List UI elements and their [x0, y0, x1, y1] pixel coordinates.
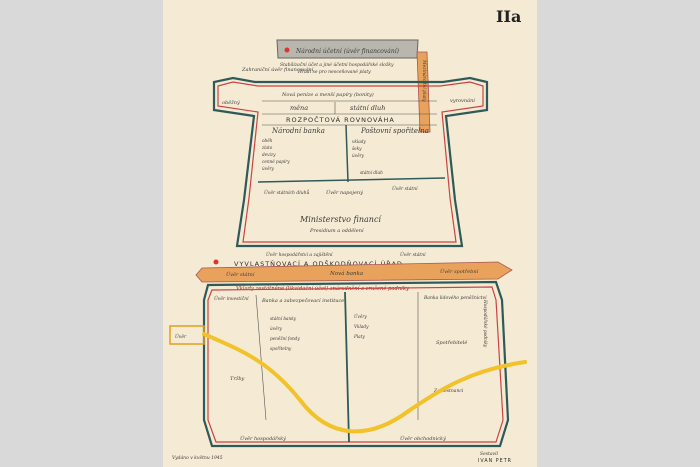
divider-vert-green: [345, 124, 349, 183]
bottom-note-left: Úvěr hospodářství a zajištění: [266, 250, 333, 258]
vyvlastnovaci-label: VYVLASTŇOVACÍ A ODŠKODŇOVACÍ ÚŘAD: [234, 259, 403, 268]
orange-band-right: Úvěr spotřební: [440, 267, 480, 275]
rozpoctova-label: ROZPOČTOVÁ ROVNOVÁHA: [286, 115, 395, 124]
skirt-left-bottom: Tržby: [230, 375, 245, 382]
paper-sheet: [163, 0, 537, 467]
orange-vertical-strip: [416, 51, 431, 133]
skirt-right-top: Banka lidového peněžnictví: [423, 294, 487, 301]
right-vertical-label: Mezinárodní platy: [421, 59, 428, 102]
mid-note-2: Úvěr napojený: [326, 188, 363, 196]
skirt-right-note-1: Vklady: [354, 324, 369, 329]
skirt-mid-note-3: spořitelny: [270, 346, 292, 351]
nb-note-2: devizy: [262, 152, 276, 157]
skirt-right-note-0: Úvěry: [354, 314, 367, 319]
left-box-label: Úvěr: [175, 332, 187, 340]
left-arm-label: oběžný: [222, 99, 240, 106]
skirt-divider-1: [255, 294, 267, 421]
skirt-mid-title: Banka a zabezpečovací instituce: [261, 297, 344, 304]
top-band-label: Národní účetní (úvěr financování): [295, 48, 400, 55]
skirt-right-note-2: Platy: [353, 334, 365, 339]
mid-note-3: Úvěr státních dluhů: [264, 188, 309, 196]
skirt-mid-notes: státní banky úvěry peněžní fondy spořite…: [270, 316, 300, 351]
ps-note-1: šeky: [352, 146, 362, 151]
skirt-outline-red: [207, 286, 504, 443]
ps-note-2: úvěry: [352, 153, 365, 158]
right-vertical-lower: Hospodářské podniky: [482, 299, 487, 348]
top-note-2: Hradí se pro neoceňované platy: [297, 68, 371, 75]
author-name: IVAN PETR: [478, 458, 512, 464]
skirt-left-top: Úvěr investiční: [214, 294, 249, 302]
ps-notes: vklady šeky úvěry: [352, 139, 366, 158]
skirt-right-notes: Úvěry Vklady Platy: [353, 314, 369, 339]
nb-note-0: oběh: [262, 138, 273, 143]
mid-note-4: Úvěr státní: [392, 184, 418, 192]
skirt-mid-note-1: úvěry: [270, 326, 283, 331]
ministerstvo-label: Ministerstvo financí: [299, 215, 382, 224]
skirt-outline-dark: [202, 280, 510, 448]
statni-dluh-label: státní dluh: [350, 104, 385, 112]
mid-note-1: státní dluh: [360, 170, 383, 175]
left-side-note: Zahraniční úvěr financování: [241, 66, 315, 73]
nb-note-4: úvěry: [262, 166, 275, 171]
orange-band: [195, 261, 513, 283]
divider-green-1: [257, 177, 446, 183]
mena-label: měna: [290, 104, 308, 112]
orange-band-mid: Nová banka: [329, 270, 363, 277]
author-label: Sestavil: [480, 451, 499, 457]
orange-band-left: Úvěr státní: [226, 270, 256, 278]
page-label: IIa: [496, 7, 521, 26]
narodni-banka-label: Národní banka: [271, 127, 325, 135]
bottom-right-band: Úvěr obchodnický: [400, 434, 446, 442]
skirt-mid-note-0: státní banky: [270, 316, 297, 321]
bottom-note-right: Úvěr státní: [400, 250, 426, 258]
nb-notes: oběh zlato devizy cenné papíry úvěry: [261, 138, 290, 171]
ministerstvo-sub: Presidium a oddělení: [309, 227, 365, 234]
paper-band-label: Nová peníze a menší papíry (bonity): [281, 91, 374, 98]
bodice-outline-red: [217, 81, 484, 243]
star-mark: [284, 47, 290, 53]
right-small-label: Zaměstnanci: [433, 387, 464, 394]
bottom-left-band: Úvěr hospodářský: [240, 434, 286, 442]
ps-note-0: vklady: [352, 139, 366, 144]
right-arm-label: vyrovnání: [450, 97, 476, 104]
star-mark-2: [213, 259, 219, 265]
skirt-mid-note-2: peněžní fondy: [270, 336, 300, 341]
bodice-outline-dark: [212, 76, 489, 248]
spotrebni-label: Spotřebitelé: [436, 339, 467, 346]
nb-note-1: zlato: [261, 145, 273, 150]
yellow-flow-curve: [202, 332, 527, 434]
footer-date: Vydáno v květnu 1945: [172, 454, 223, 461]
postovni-sporitelna-label: Poštovní spořitelna: [360, 127, 429, 135]
top-note-1: Stabilizační účet a jiné účetní hospodář…: [280, 61, 394, 68]
nb-note-3: cenné papíry: [262, 159, 290, 164]
skirt-divider-2: [344, 291, 350, 443]
